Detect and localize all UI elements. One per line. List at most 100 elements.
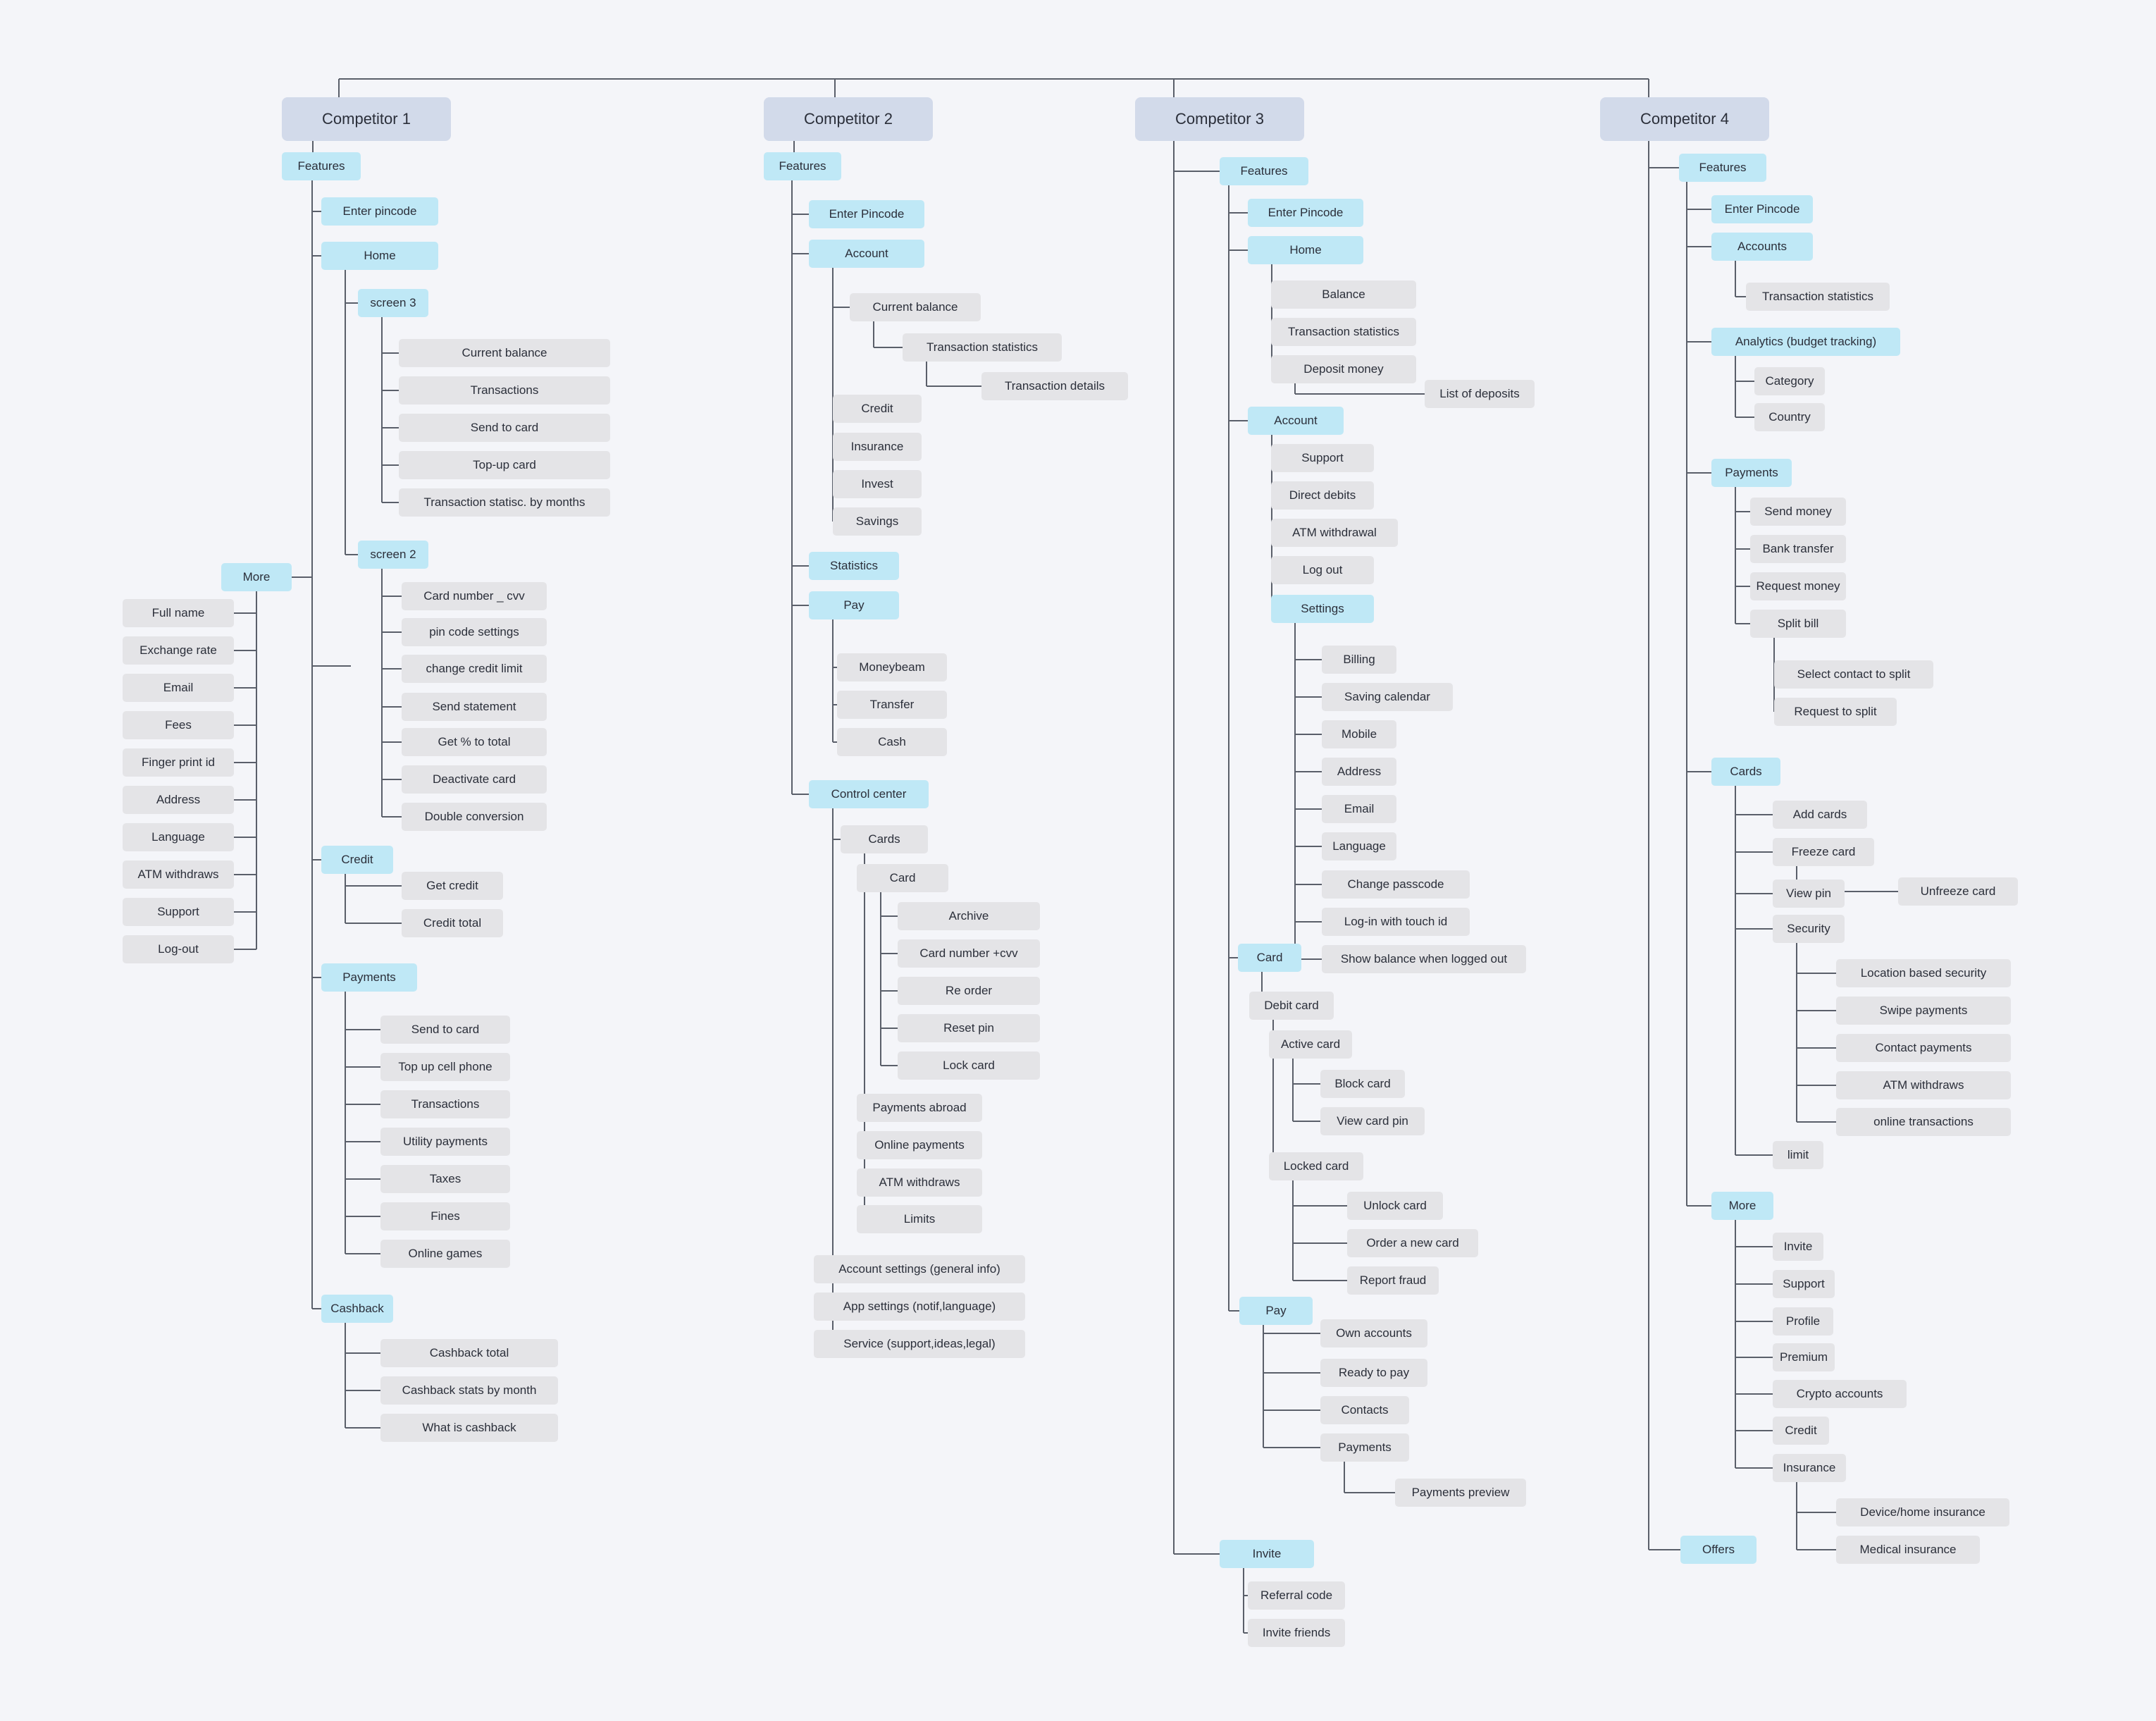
node-c1p7: Online games — [380, 1240, 510, 1268]
node-c3set6: Language — [1322, 832, 1396, 860]
node-c4m72: Medical insurance — [1836, 1536, 1980, 1564]
node-c3a3: ATM withdrawal — [1271, 519, 1398, 547]
node-c3pay3: Contacts — [1320, 1396, 1409, 1424]
node-c4m: More — [1711, 1192, 1773, 1220]
node-c2a4: Credit — [833, 395, 922, 423]
node-c1p6: Fines — [380, 1202, 510, 1230]
node-c4c43: Contact payments — [1836, 1034, 2011, 1062]
node-c2pay: Pay — [809, 591, 899, 619]
node-c4c2: Freeze card — [1773, 838, 1874, 866]
node-c1s2e: Get % to total — [402, 728, 547, 756]
node-c4p4: Split bill — [1750, 610, 1846, 638]
node-c1cr2: Credit total — [402, 909, 503, 937]
node-c2cc3: Service (support,ideas,legal) — [814, 1330, 1025, 1358]
node-c2cc: Control center — [809, 780, 929, 808]
node-c1s3d: Top-up card — [399, 451, 610, 479]
node-c4c41: Location based security — [1836, 959, 2011, 987]
node-c3f: Features — [1220, 157, 1308, 185]
node-c2f: Features — [764, 152, 841, 180]
node-c3lc3: Report fraud — [1347, 1266, 1439, 1295]
node-c4m7: Insurance — [1773, 1454, 1846, 1482]
node-c1m6: Address — [123, 786, 234, 814]
node-c3pay: Pay — [1239, 1297, 1313, 1325]
node-c3lc: Locked card — [1269, 1152, 1363, 1180]
node-c4an2: Country — [1754, 403, 1825, 431]
node-c1s2b: pin code settings — [402, 618, 547, 646]
node-c1m10: Log-out — [123, 935, 234, 963]
node-c1cb1: Cashback total — [380, 1339, 558, 1367]
node-c3pay1: Own accounts — [1320, 1319, 1427, 1347]
node-c4an1: Category — [1754, 367, 1825, 395]
node-c3set5: Email — [1322, 795, 1396, 823]
node-c3ep: Enter Pincode — [1248, 199, 1363, 227]
node-c4an: Analytics (budget tracking) — [1711, 328, 1900, 356]
node-c1m3: Email — [123, 674, 234, 702]
node-c2card5: Lock card — [898, 1051, 1040, 1080]
node-c3set4: Address — [1322, 758, 1396, 786]
node-c1s2: screen 2 — [358, 541, 428, 569]
node-c2card: Card — [857, 864, 948, 892]
node-c4p: Payments — [1711, 459, 1792, 487]
node-c2cc2: App settings (notif,language) — [814, 1293, 1025, 1321]
node-c3ac1: Block card — [1320, 1070, 1405, 1098]
node-c3h3: Deposit money — [1271, 355, 1416, 383]
node-c3: Competitor 3 — [1135, 97, 1304, 141]
node-c1cr1: Get credit — [402, 872, 503, 900]
node-c3set7: Change passcode — [1322, 870, 1470, 899]
node-c4c44: ATM withdraws — [1836, 1071, 2011, 1099]
node-c4: Competitor 4 — [1600, 97, 1769, 141]
node-c2a2: Transaction statistics — [903, 333, 1062, 362]
node-c1s3a: Current balance — [399, 339, 610, 367]
node-c1s2a: Card number _ cvv — [402, 582, 547, 610]
node-c4p3: Request money — [1750, 572, 1846, 600]
node-c2cc1: Account settings (general info) — [814, 1255, 1025, 1283]
node-c3a1: Support — [1271, 444, 1374, 472]
node-c1m4: Fees — [123, 711, 234, 739]
node-c4m6: Credit — [1773, 1417, 1829, 1445]
node-c1p5: Taxes — [380, 1165, 510, 1193]
node-c4p42: Request to split — [1774, 698, 1897, 726]
node-c4c4: Security — [1773, 915, 1845, 943]
node-c2card2: Card number +cvv — [898, 939, 1040, 968]
node-c2card4: Reset pin — [898, 1014, 1040, 1042]
node-c3pay2: Ready to pay — [1320, 1359, 1427, 1387]
node-c1s2d: Send statement — [402, 693, 547, 721]
node-c1p: Payments — [321, 963, 417, 992]
node-c4m4: Premium — [1773, 1343, 1835, 1371]
node-c1p2: Top up cell phone — [380, 1053, 510, 1081]
node-c1cr: Credit — [321, 846, 393, 874]
node-c1p1: Send to card — [380, 1016, 510, 1044]
node-c3set8: Log-in with touch id — [1322, 908, 1470, 936]
node-c4c45: online transactions — [1836, 1108, 2011, 1136]
node-c3h2: Transaction statistics — [1271, 318, 1416, 346]
node-c1m7: Language — [123, 823, 234, 851]
node-c2pay2: Transfer — [837, 691, 947, 719]
node-c4c42: Swipe payments — [1836, 997, 2011, 1025]
node-c2: Competitor 2 — [764, 97, 933, 141]
node-c3set1: Billing — [1322, 646, 1396, 674]
node-c1s2f: Deactivate card — [402, 765, 547, 794]
node-c3ac2: View card pin — [1320, 1107, 1425, 1135]
node-c2a1: Current balance — [850, 293, 981, 321]
node-c2pay3: Cash — [837, 728, 947, 756]
node-c4c1: Add cards — [1773, 801, 1867, 829]
node-c3lc2: Order a new card — [1347, 1229, 1478, 1257]
node-c1m5: Finger print id — [123, 748, 234, 777]
node-c4c: Cards — [1711, 758, 1780, 786]
node-c3h: Home — [1248, 236, 1363, 264]
node-c2cards3: ATM withdraws — [857, 1168, 982, 1197]
node-c2cards2: Online payments — [857, 1131, 982, 1159]
node-c1s3c: Send to card — [399, 414, 610, 442]
node-c3card: Card — [1238, 944, 1301, 972]
node-c1p4: Utility payments — [380, 1128, 510, 1156]
node-c4m5: Crypto accounts — [1773, 1380, 1907, 1408]
node-c4p1: Send money — [1750, 498, 1846, 526]
node-c2pay1: Moneybeam — [837, 653, 947, 681]
node-c1cb: Cashback — [321, 1295, 393, 1323]
node-c2st: Statistics — [809, 552, 899, 580]
node-c4c3: View pin — [1773, 880, 1845, 908]
node-c1m9: Support — [123, 898, 234, 926]
node-c2cards4: Limits — [857, 1205, 982, 1233]
node-c4c5: limit — [1773, 1141, 1823, 1169]
